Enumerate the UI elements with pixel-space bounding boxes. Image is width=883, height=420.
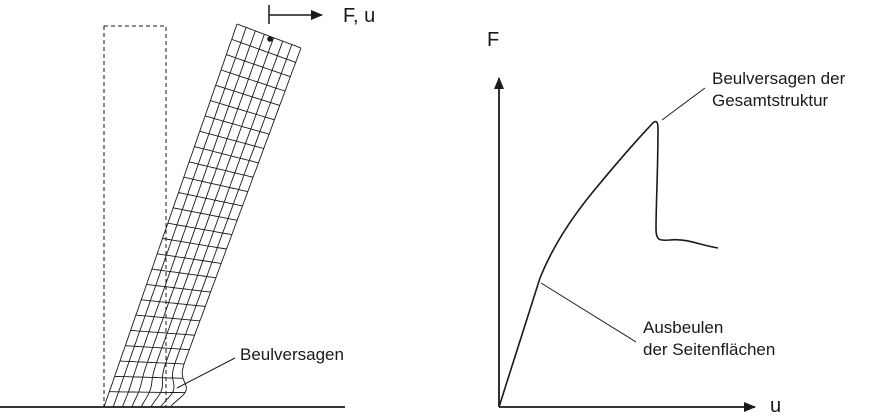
mesh-row-line — [236, 23, 302, 49]
mesh-row-line — [109, 391, 186, 394]
mesh-row-line — [194, 146, 259, 164]
y-axis-label: F — [487, 29, 499, 51]
mesh-column-line — [160, 44, 293, 408]
mesh-row-line — [173, 207, 238, 221]
mesh-right-edge — [169, 47, 302, 408]
global-failure-leader-line — [661, 87, 706, 121]
mesh-row-line — [167, 222, 232, 236]
mesh-row-line — [199, 130, 264, 149]
mesh-column-line — [112, 27, 247, 408]
local-buckling-label-line2: der Seitenflächen — [643, 340, 775, 359]
load-label: F, u — [343, 5, 375, 27]
mesh-column-line — [150, 40, 284, 408]
mesh-row-line — [210, 100, 275, 121]
load-point-marker — [267, 36, 273, 42]
mesh-row-line — [204, 115, 270, 135]
local-buckling-label-line1: Ausbeulen — [643, 318, 723, 337]
mesh-row-line — [157, 253, 222, 264]
global-failure-label: Beulversagen der Gesamtstruktur — [712, 69, 850, 110]
deformed-mesh — [103, 23, 302, 408]
mesh-row-line — [220, 69, 286, 92]
mesh-row-line — [231, 38, 296, 63]
mesh-row-line — [151, 268, 216, 279]
x-axis-label: u — [770, 395, 781, 415]
mesh-row-line — [141, 299, 206, 307]
failure-label: Beulversagen — [240, 345, 344, 364]
mesh-row-line — [215, 84, 280, 106]
mesh-row-line — [130, 329, 195, 336]
local-buckling-label: Ausbeulen der Seitenflächen — [643, 318, 775, 359]
failure-leader-line — [176, 357, 236, 389]
mesh-row-line — [162, 238, 227, 250]
mesh-row-line — [114, 375, 184, 379]
local-buckling-leader-line — [540, 282, 637, 343]
left-figure: F, u Beulversagen — [0, 5, 375, 408]
mesh-column-line — [140, 37, 275, 408]
load-displacement-curve — [498, 120, 719, 408]
right-figure: F u Beulversagen der Gesamtstruktur Ausb… — [487, 29, 850, 417]
mesh-row-line — [183, 176, 248, 193]
undeformed-column-outline — [103, 25, 167, 408]
mesh-column-line — [131, 34, 265, 408]
mesh-row-line — [178, 192, 243, 207]
global-failure-label-line2: Gesamtstruktur — [712, 91, 829, 110]
mesh-row-line — [119, 360, 185, 365]
mesh-row-line — [189, 161, 254, 178]
mesh-left-edge — [103, 23, 238, 408]
mesh-row-line — [146, 283, 211, 293]
mesh-row-line — [125, 345, 190, 351]
mesh-row-line — [226, 54, 291, 78]
mesh-row-line — [135, 314, 200, 322]
mesh-column-line — [121, 30, 256, 408]
global-failure-label-line1: Beulversagen der — [712, 69, 846, 88]
